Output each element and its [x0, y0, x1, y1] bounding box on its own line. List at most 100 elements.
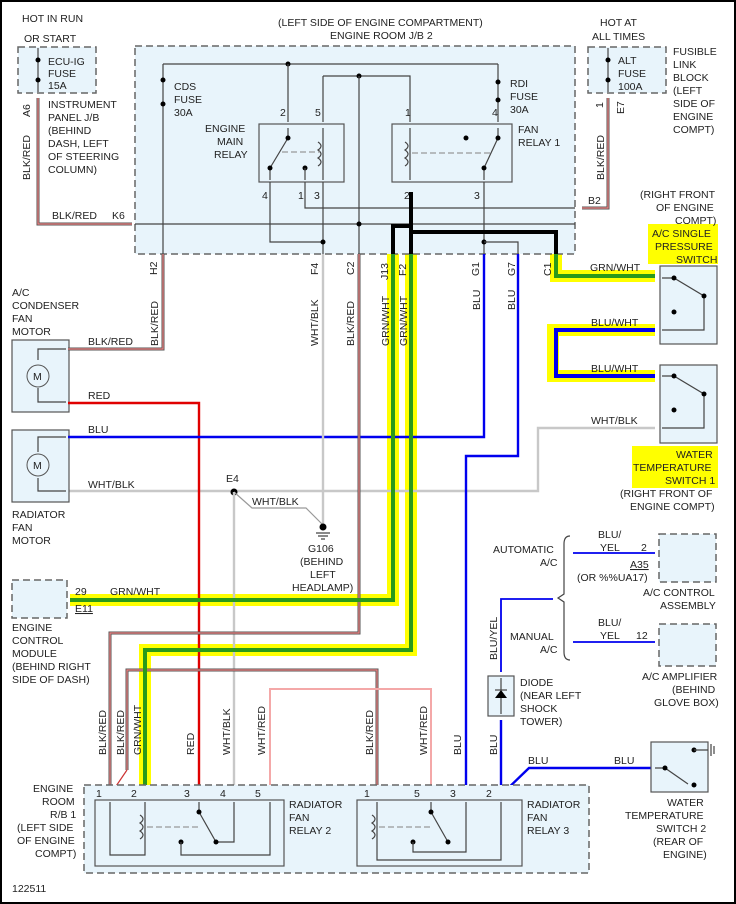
- ecu-ig-loc-6: COLUMN): [48, 164, 97, 176]
- rfr2-pin-2: 2: [131, 788, 137, 800]
- acsw-loc-2: OF ENGINE: [656, 202, 714, 214]
- fr1-pin-4: 4: [492, 107, 498, 119]
- g1-connector: G1: [470, 262, 482, 276]
- ecm-label-3: MODULE: [12, 648, 57, 660]
- acfm-label-2: CONDENSER: [12, 300, 80, 312]
- emr-label-1: ENGINE: [205, 123, 245, 135]
- g106-label-2: (BEHIND: [300, 556, 344, 568]
- f2-wire-label: GRN/WHT: [398, 295, 410, 346]
- ecm-label-4: (BEHIND RIGHT: [12, 661, 91, 673]
- rb1-wire-6: WHT/RED: [256, 706, 268, 755]
- ecm-label-5: SIDE OF DASH): [12, 674, 90, 686]
- c2-connector: C2: [345, 261, 357, 275]
- wts1-loc-1: (RIGHT FRONT OF: [620, 488, 712, 500]
- wire-blu-g1: [68, 254, 486, 439]
- rb1-wire-5: WHT/BLK: [221, 708, 233, 755]
- wts2-label-2: TEMPERATURE: [625, 810, 704, 822]
- h2-connector: H2: [148, 261, 160, 275]
- h2-vert-label: BLK/RED: [149, 301, 161, 346]
- acca-label-1: A/C CONTROL: [643, 587, 715, 599]
- wts2-label-5: ENGINE): [663, 849, 707, 861]
- alt-loc-5: SIDE OF: [673, 98, 715, 110]
- alt-loc-6: ENGINE: [673, 111, 713, 123]
- rb1-label-3: R/B 1: [50, 809, 76, 821]
- diode-label-3: SHOCK: [520, 703, 557, 715]
- ecu-ig-label-2: FUSE: [48, 68, 76, 80]
- rb1-wire-9: BLU: [452, 735, 464, 755]
- acsw-label-1: A/C SINGLE: [652, 228, 711, 240]
- rfr2-pin-5: 5: [255, 788, 261, 800]
- alt-loc-4: (LEFT: [673, 85, 703, 97]
- engine-main-relay: [258, 123, 345, 183]
- rb1-wire-8: WHT/RED: [418, 706, 430, 755]
- diode-label-4: TOWER): [520, 716, 562, 728]
- emr-label-2: MAIN: [217, 136, 243, 148]
- ecm-connector: E11: [75, 603, 93, 615]
- ac-amplifier: [658, 623, 717, 667]
- wire-grnwht-j13: [70, 254, 395, 602]
- fr1-pin-2: 2: [404, 190, 410, 202]
- diode-label-2: (NEAR LEFT: [520, 690, 582, 702]
- rfr3-label-1: RADIATOR: [527, 799, 581, 811]
- ecu-ig-loc-1: INSTRUMENT: [48, 99, 117, 111]
- manual-ac-2: A/C: [540, 644, 558, 656]
- acsw-loc-1: (RIGHT FRONT: [640, 189, 716, 201]
- rfr2-label-1: RADIATOR: [289, 799, 343, 811]
- rb1-wire-2: BLK/RED: [115, 710, 127, 755]
- rdi-fuse-2: FUSE: [510, 91, 538, 103]
- ecu-ig-wire-label: BLK/RED: [21, 135, 33, 180]
- wts2-wire-label-2: BLU: [614, 755, 634, 767]
- rdi-fuse-3: 30A: [510, 104, 529, 116]
- j13-connector: J13: [379, 263, 391, 280]
- alt-loc-1: FUSIBLE: [673, 46, 717, 58]
- wire-bluyel-diode: [500, 598, 553, 672]
- emr-coil: [316, 141, 322, 167]
- wts2-wire-label-1: BLU: [528, 755, 548, 767]
- rfr3-pin-3: 3: [450, 788, 456, 800]
- emr-pin-2: 2: [280, 107, 286, 119]
- ecu-ig-loc-5: OF STEERING: [48, 151, 119, 163]
- alt-fuse-box: [587, 46, 667, 94]
- alt-pin: 1: [594, 102, 606, 108]
- rfr2-pin-3: 3: [184, 788, 190, 800]
- alt-connector: E7: [615, 101, 627, 114]
- wts1-wire-label: WHT/BLK: [591, 415, 638, 427]
- emr-label-3: RELAY: [214, 149, 248, 161]
- bluwht-label-1: BLU/WHT: [591, 317, 639, 329]
- acamp-wire-2: YEL: [600, 630, 620, 642]
- rb1-label-2: ROOM: [42, 796, 75, 808]
- rfr3-pin-2: 2: [486, 788, 492, 800]
- rfr2-pin-4: 4: [220, 788, 226, 800]
- wire-bluwht: [554, 328, 655, 378]
- acsw-loc-3: COMPT): [675, 215, 716, 227]
- emr-pin-4: 4: [262, 190, 268, 202]
- diode-icon: [495, 690, 507, 698]
- diode-wire-label: BLU/YEL: [488, 617, 500, 660]
- alt-label-1: ALT: [618, 55, 637, 67]
- acfm-symbol: M: [33, 371, 42, 383]
- e4-label: E4: [226, 473, 239, 485]
- rb1-wire-1: BLK/RED: [97, 710, 109, 755]
- acfm-label-4: MOTOR: [12, 326, 51, 338]
- ecu-ig-loc-3: (BEHIND: [48, 125, 92, 137]
- rfr2-label-3: RELAY 2: [289, 825, 331, 837]
- alt-header-1: HOT AT: [600, 17, 638, 29]
- alt-label-2: FUSE: [618, 68, 646, 80]
- acamp-pin: 12: [636, 630, 648, 642]
- rdi-fuse-1: RDI: [510, 78, 528, 90]
- acca-connector: A35: [630, 559, 649, 571]
- acca-label-2: ASSEMBLY: [660, 600, 716, 612]
- g1-wire-label: BLU: [471, 290, 483, 310]
- rfr3-label-3: RELAY 3: [527, 825, 569, 837]
- fr1-label-1: FAN: [518, 124, 538, 136]
- rfm-label-3: MOTOR: [12, 535, 51, 547]
- fr1-pin-3: 3: [474, 190, 480, 202]
- alt-label-3: 100A: [618, 81, 643, 93]
- rfr3-pin-1: 1: [364, 788, 370, 800]
- rb1-label-6: COMPT): [35, 848, 76, 860]
- acamp-wire-1: BLU/: [598, 617, 621, 629]
- cds-fuse-3: 30A: [174, 107, 193, 119]
- ecm-label-2: CONTROL: [12, 635, 63, 647]
- blu-wire-label: BLU: [88, 424, 108, 436]
- c2-wire-label: BLK/RED: [345, 301, 357, 346]
